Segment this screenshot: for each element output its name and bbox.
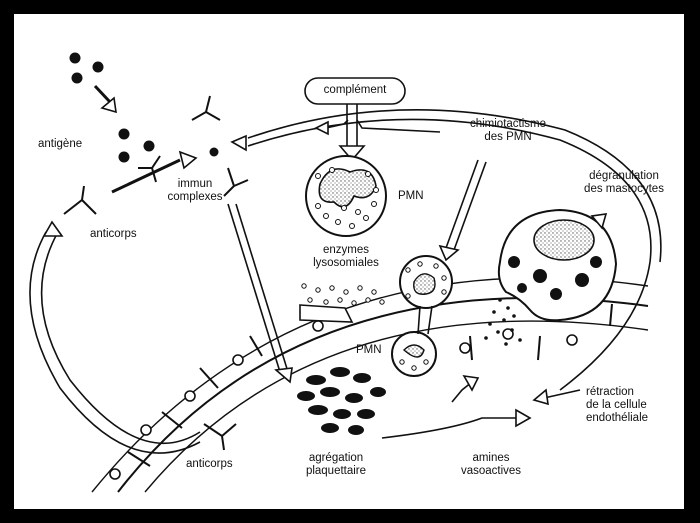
label-amines: amines vasoactives <box>446 452 536 478</box>
antigen-dots <box>70 53 219 163</box>
label-retraction-1: rétraction <box>586 386 648 399</box>
enzyme-dots <box>302 284 384 305</box>
label-degranulation-1: dégranulation <box>574 170 674 183</box>
endothelial-junctions <box>128 304 612 466</box>
antigen-arrow <box>95 86 110 102</box>
label-amines-1: amines <box>446 452 536 465</box>
top-loop-arrowhead <box>232 136 246 150</box>
label-aggregation-2: plaquettaire <box>296 465 376 478</box>
label-aggregation: agrégation plaquettaire <box>296 452 376 478</box>
label-retraction: rétraction de la cellule endothéliale <box>586 386 648 426</box>
mast-cell <box>499 210 616 320</box>
label-pmn-top: PMN <box>398 190 424 203</box>
antibody-shapes <box>64 96 248 450</box>
label-enzymes-1: enzymes <box>306 244 386 257</box>
label-immune-complexes-1: immun <box>160 178 230 191</box>
chemotaxis-arrow <box>446 160 478 248</box>
label-immune-complexes: immun complexes <box>160 178 230 204</box>
label-enzymes: enzymes lysosomiales <box>306 244 386 270</box>
label-antibodies-top: anticorps <box>90 228 137 241</box>
label-antigen: antigène <box>38 138 82 151</box>
label-complement: complément <box>305 84 405 97</box>
label-aggregation-1: agrégation <box>296 452 376 465</box>
platelet-aggregation <box>297 367 386 435</box>
label-chemotaxis-1: chimiotactisme <box>458 118 558 131</box>
label-retraction-3: endothéliale <box>586 412 648 425</box>
retraction-arrow <box>544 390 580 398</box>
pmn-cell-diapedesis <box>392 256 452 376</box>
retraction-gap <box>300 305 352 322</box>
label-immune-complexes-2: complexes <box>160 191 230 204</box>
label-degranulation-2: des mastocytes <box>574 183 674 196</box>
label-amines-2: vasoactives <box>446 465 536 478</box>
label-antibodies-bottom: anticorps <box>186 458 233 471</box>
label-chemotaxis: chimiotactisme des PMN <box>458 118 558 144</box>
label-enzymes-2: lysosomiales <box>306 257 386 270</box>
amines-arrow <box>382 418 520 438</box>
label-pmn-bottom: PMN <box>356 344 382 357</box>
pmn-cell-top <box>306 156 386 236</box>
label-degranulation: dégranulation des mastocytes <box>574 170 674 196</box>
left-loop-arrow <box>42 232 200 443</box>
label-retraction-2: de la cellule <box>586 399 648 412</box>
label-chemotaxis-2: des PMN <box>458 131 558 144</box>
